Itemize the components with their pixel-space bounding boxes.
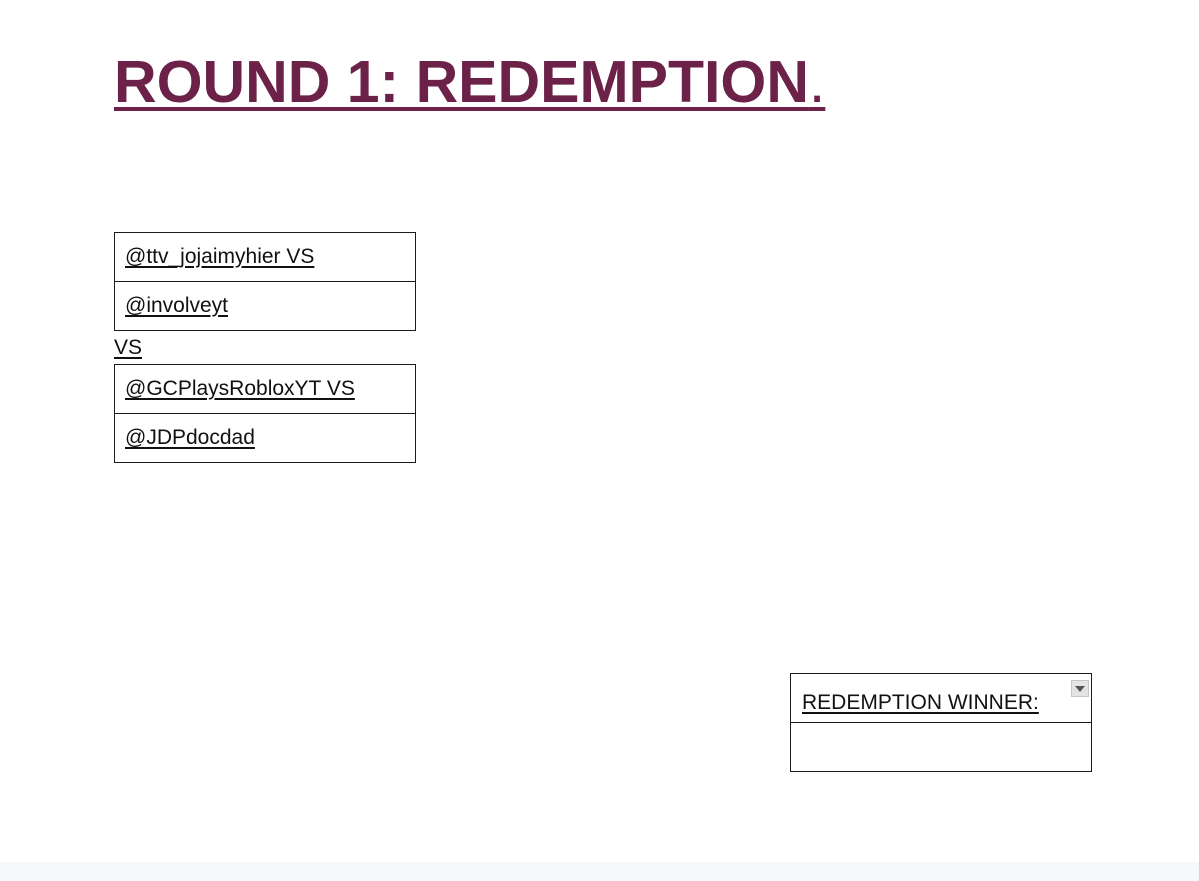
table-row: @JDPdocdad xyxy=(114,413,416,463)
page-title: ROUND 1: REDEMPTION. xyxy=(114,44,825,120)
match-2-player-2-cell[interactable]: @JDPdocdad xyxy=(114,413,416,463)
winner-table: REDEMPTION WINNER: xyxy=(790,673,1092,772)
winner-value-cell[interactable] xyxy=(790,722,1092,772)
match-1-player-2-cell[interactable]: @involveyt xyxy=(114,281,416,331)
table-row: REDEMPTION WINNER: xyxy=(790,673,1092,723)
match-table-2: @GCPlaysRobloxYT VS @JDPdocdad xyxy=(114,364,416,463)
winner-dropdown-button[interactable] xyxy=(1071,680,1089,697)
match-2-player-1-cell[interactable]: @GCPlaysRobloxYT VS xyxy=(114,364,416,414)
page-title-period: . xyxy=(808,49,826,115)
page-title-text: ROUND 1: REDEMPTION xyxy=(114,49,809,115)
chevron-down-icon xyxy=(1075,685,1085,692)
footer-band xyxy=(0,862,1199,881)
table-row: @GCPlaysRobloxYT VS xyxy=(114,364,416,414)
match-1-player-1-cell[interactable]: @ttv_jojaimyhier VS xyxy=(114,232,416,282)
winner-label-cell[interactable]: REDEMPTION WINNER: xyxy=(790,673,1092,723)
table-row xyxy=(790,722,1092,772)
match-table-1: @ttv_jojaimyhier VS @involveyt xyxy=(114,232,416,331)
vs-label: VS xyxy=(114,336,143,359)
table-row: @ttv_jojaimyhier VS xyxy=(114,232,416,282)
table-row: @involveyt xyxy=(114,281,416,331)
winner-label: REDEMPTION WINNER: xyxy=(802,691,1039,714)
